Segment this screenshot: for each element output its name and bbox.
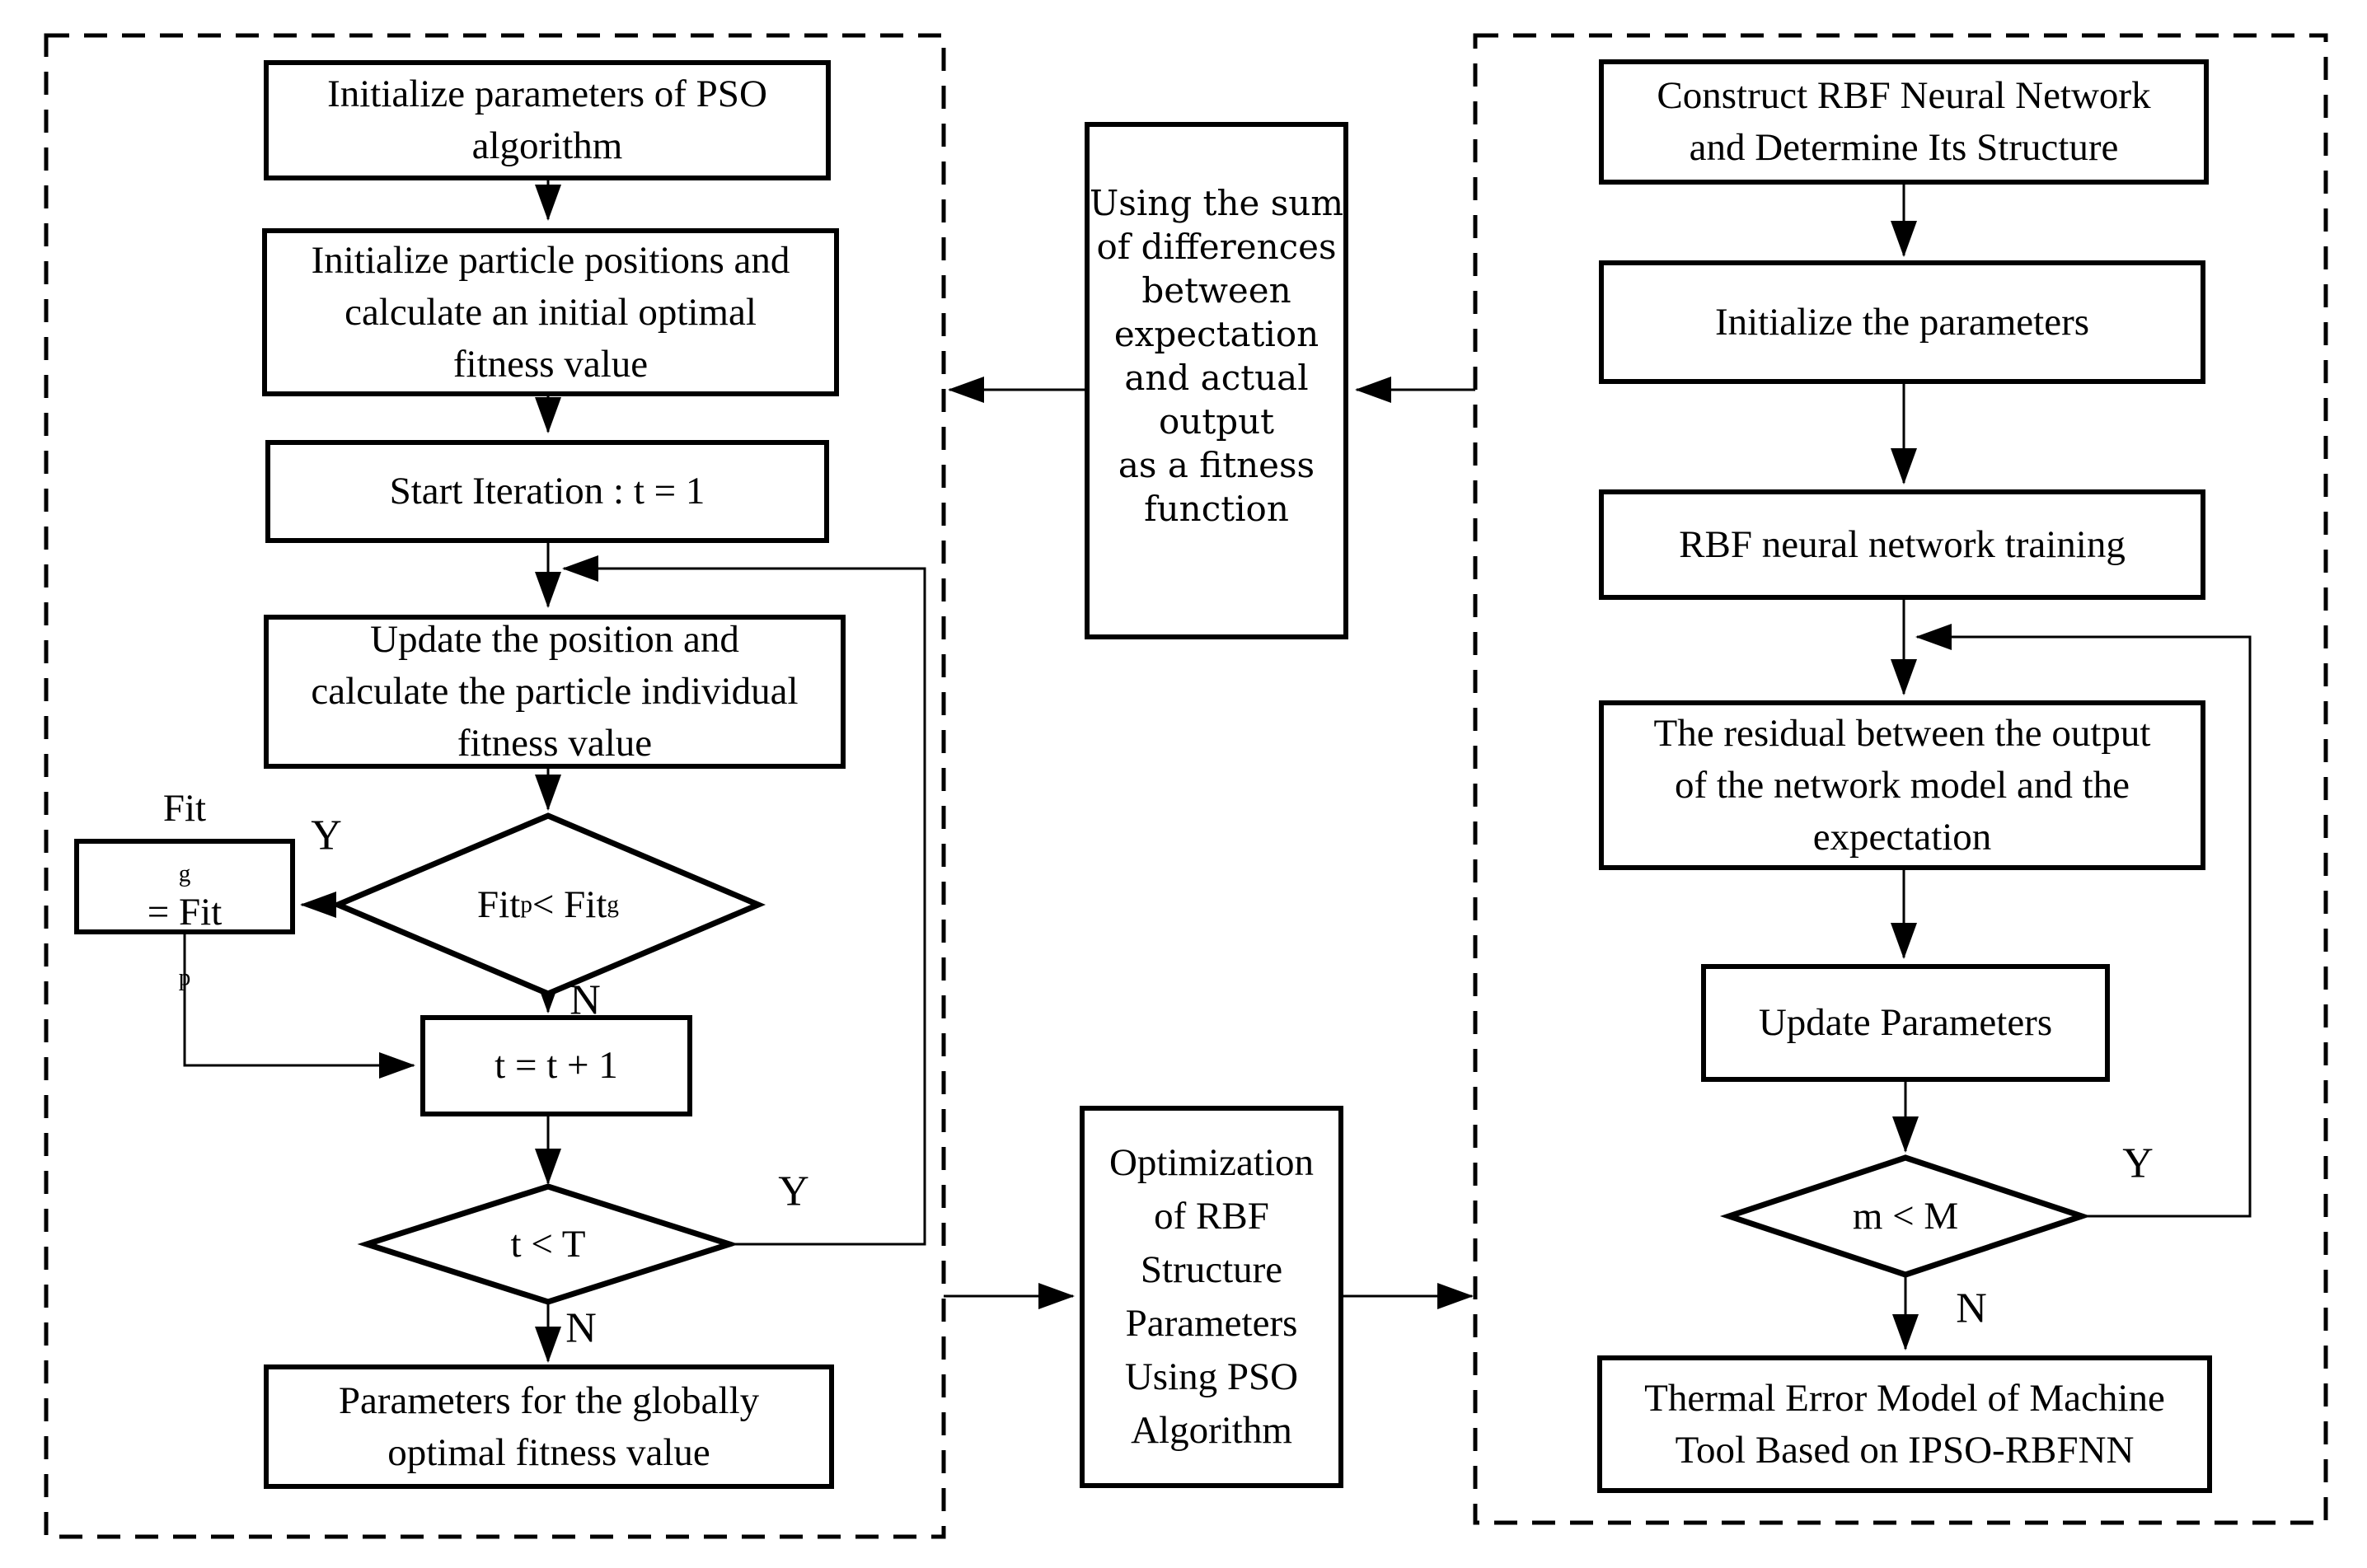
box-text-line: of the network model and the [1674,763,2130,807]
m-decision-diamond [1719,1154,2092,1278]
box-text-line: calculate the particle individual [311,670,799,713]
fit-yes-label: Y [311,812,342,859]
pso-panel-border [44,33,946,1539]
box-text-line: Initialize the parameters [1714,300,2090,344]
box-text-line: Thermal Error Model of Machine [1644,1376,2165,1420]
t-yes-label: Y [778,1168,809,1215]
rbf-residual-box: The residual between the output of the n… [1599,700,2205,870]
fitg-part: Fit [162,787,207,830]
box-text-line: fitness value [457,722,653,765]
m-yes-label: Y [2122,1140,2154,1187]
box-text-line: between [1141,270,1291,311]
box-text-line: algorithm [471,124,623,167]
box-text-line: Update the position and [370,618,739,661]
box-text-line: and actual [1124,358,1309,398]
box-text-line: Using PSO [1124,1355,1299,1398]
box-text-line: t = t + 1 [494,1044,618,1087]
fitg-assign-box: Fit g = Fit p [74,787,295,990]
line-fitg-to-t-box [183,934,415,1079]
box-text-line: Using the sum [1089,183,1344,223]
pso-init-params-box: Initialize parameters of PSO algorithm [264,60,831,180]
box-text-line: calculate an initial optimal [345,290,757,334]
box-text-line: Parameters [1125,1302,1298,1345]
m-condition-text: m < M [1852,1195,1959,1238]
box-text-line: as a fitness [1118,445,1315,485]
box-text-line: Initialize parameters of PSO [327,73,767,115]
box-text-line: expectation [1812,815,1992,859]
fitg-subscript: g [178,860,191,887]
loop-t-yes-line [562,555,926,1246]
t-no-label: N [565,1304,597,1352]
fitness-function-box: Using the sum of differences between exp… [1085,122,1348,639]
t-condition-text: t < T [510,1223,586,1266]
fit-condition-part: < Fit [532,883,607,926]
rbf-construct-box: Construct RBF Neural Network and Determi… [1599,59,2209,185]
m-no-label: N [1956,1285,1987,1332]
box-text-line: Initialize particle positions and [311,238,790,282]
box-text-line: Structure [1140,1248,1283,1291]
pso-init-positions-box: Initialize particle positions and calcul… [262,228,839,396]
box-text-line: The residual between the output [1653,711,2151,755]
box-text-line: Start Iteration : t = 1 [389,470,705,513]
box-text-line: Fit g = Fit p [148,783,223,990]
box-text-line: Construct RBF Neural Network [1657,74,2151,117]
rbf-panel-border [1473,33,2328,1525]
box-text-line: of differences [1096,227,1337,267]
rbf-optimization-box: Optimization of RBF Structure Parameters… [1080,1106,1343,1488]
t-decision-diamond [357,1183,739,1305]
box-text-line: function [1144,489,1289,529]
fit-condition-part: Fit [477,883,521,926]
box-text-line: Parameters for the globally [338,1378,760,1422]
box-text-line: of RBF [1154,1195,1269,1238]
box-text-line: output [1158,401,1275,442]
box-text-line: and Determine Its Structure [1689,126,2119,169]
box-text-line: expectation [1113,314,1319,354]
box-text-line: fitness value [452,342,649,386]
rbf-training-box: RBF neural network training [1599,489,2205,600]
loop-m-yes-line [1915,624,2252,1218]
pso-update-position-box: Update the position and calculate the pa… [264,615,846,769]
thermal-error-model-box: Thermal Error Model of Machine Tool Base… [1597,1355,2212,1493]
box-text-line: RBF neural network training [1679,522,2126,566]
fitg-part: = Fit [147,891,223,934]
fitg-subscript: p [178,964,191,991]
box-text-line: optimal fitness value [387,1430,710,1474]
fit-decision-diamond [330,812,766,997]
t-increment-box: t = t + 1 [420,1015,692,1116]
fit-no-label: N [569,976,601,1024]
box-text-line: Algorithm [1131,1409,1292,1452]
box-text-line: Update Parameters [1758,1001,2053,1044]
rbf-update-params-box: Update Parameters [1701,964,2110,1082]
pso-start-iteration-box: Start Iteration : t = 1 [265,440,829,543]
pso-global-params-box: Parameters for the globally optimal fitn… [264,1364,834,1489]
box-text-line: Tool Based on IPSO-RBFNN [1675,1428,2135,1472]
box-text-line: Optimization [1109,1141,1314,1184]
rbf-init-params-box: Initialize the parameters [1599,260,2205,384]
